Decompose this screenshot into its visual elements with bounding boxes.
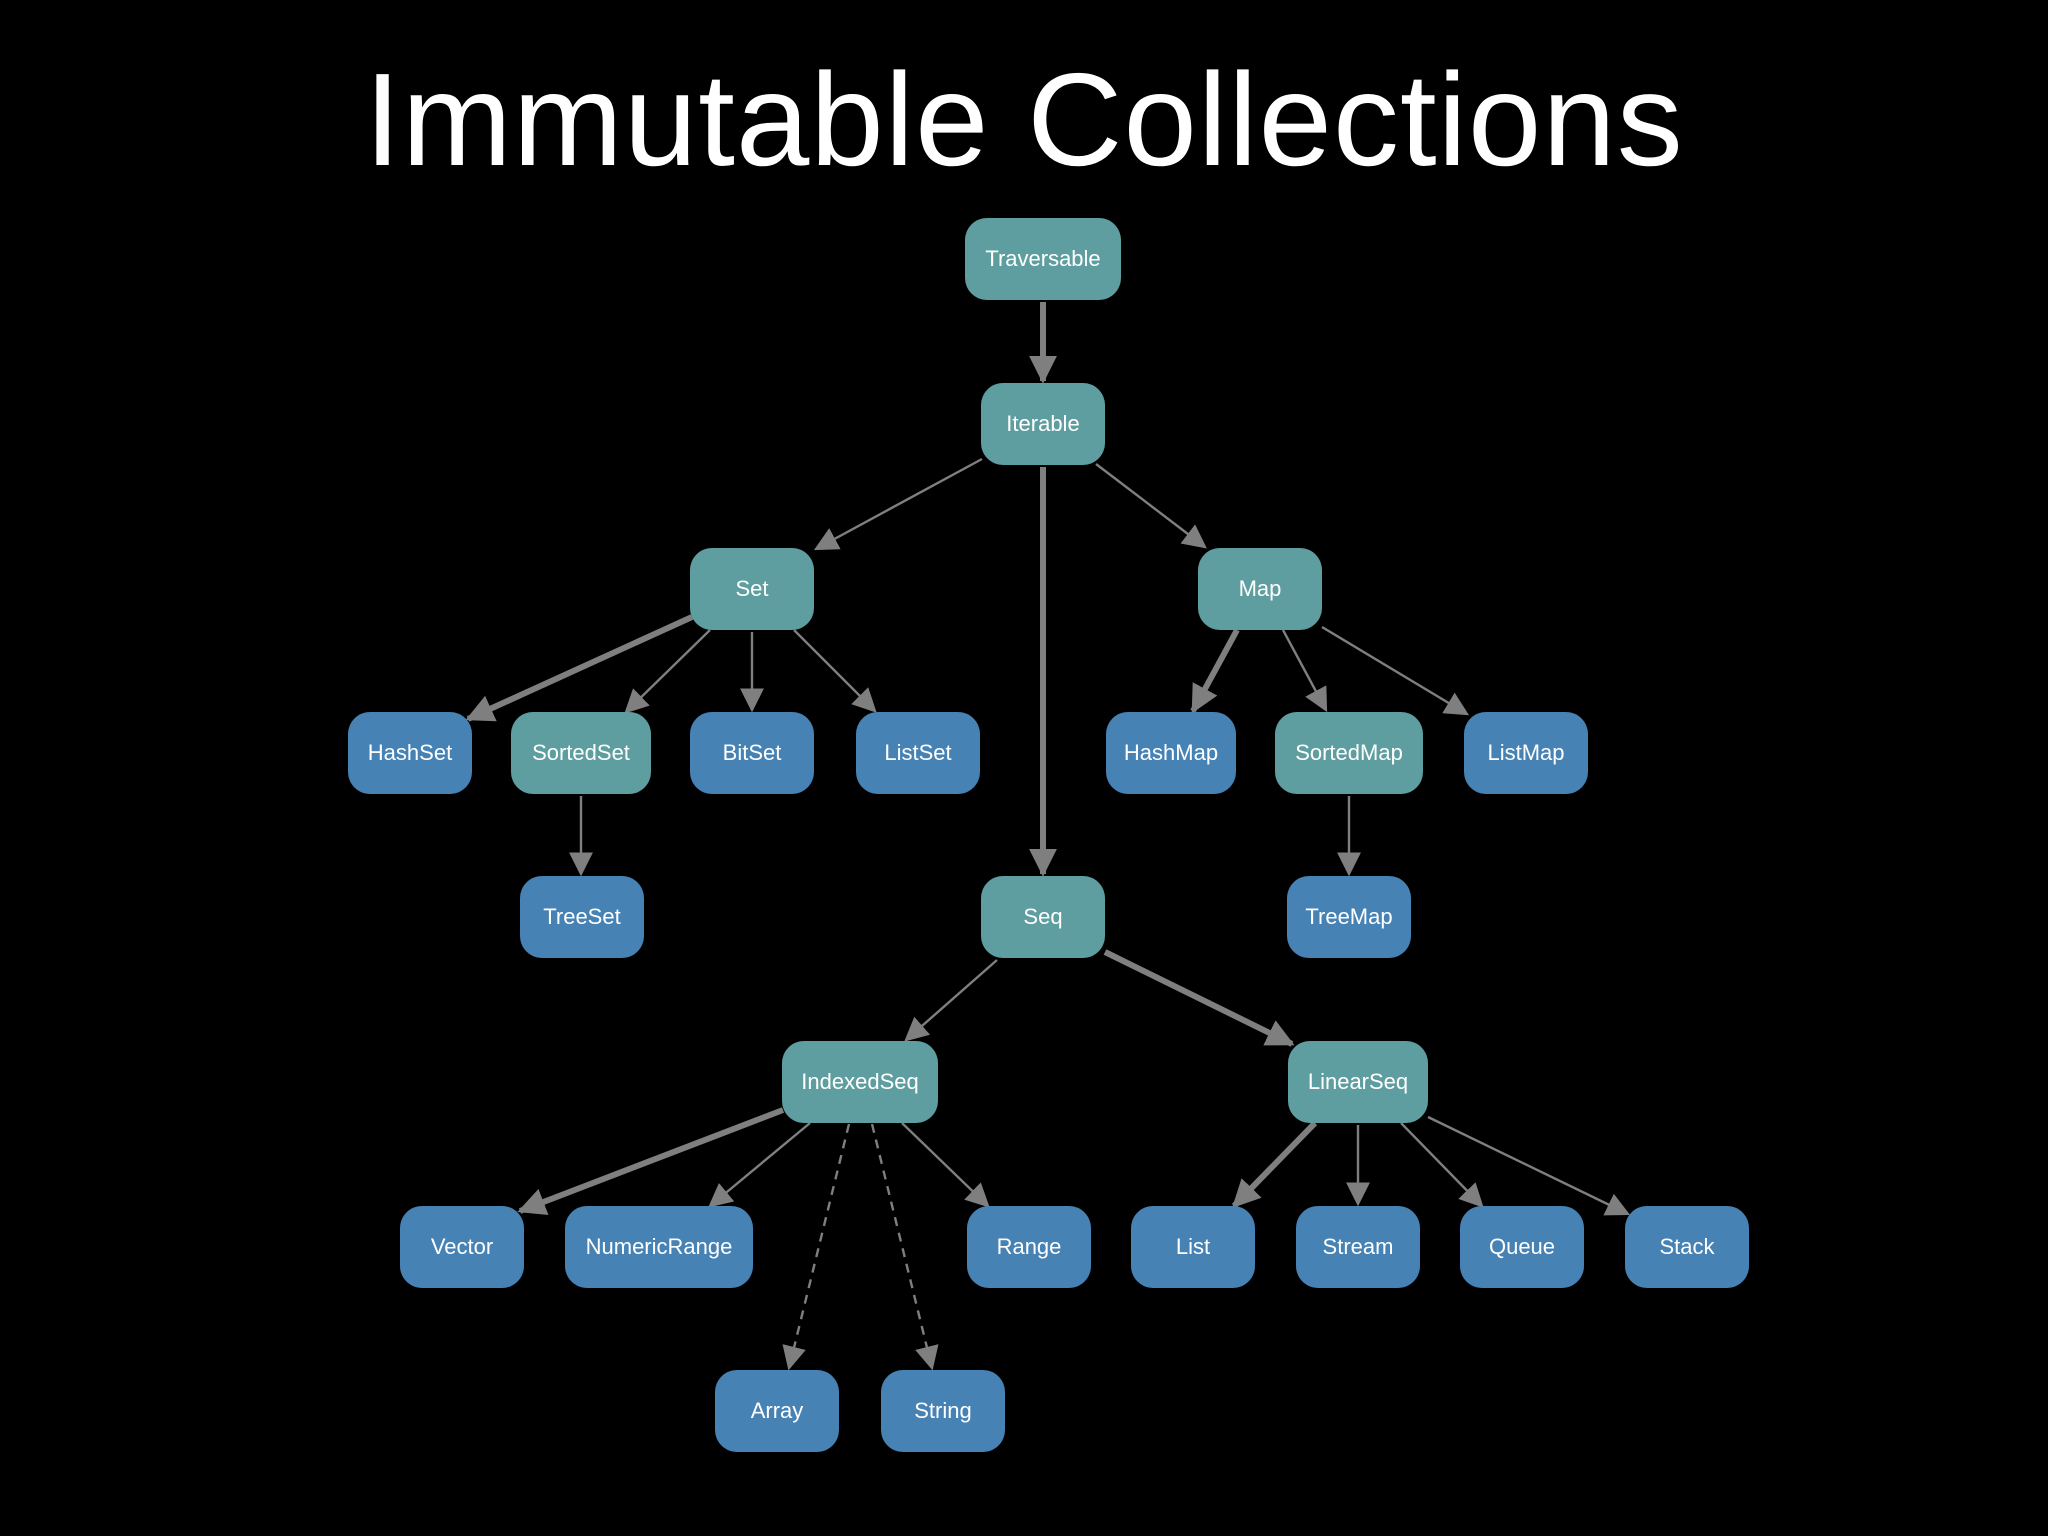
node-box-traversable: [965, 218, 1121, 300]
node-label-queue: Queue: [1489, 1234, 1555, 1259]
node-label-stack: Stack: [1659, 1234, 1715, 1259]
edge-linearseq-stack: [1427, 1115, 1631, 1216]
node-list: List: [1131, 1206, 1255, 1288]
node-map: Map: [1198, 548, 1322, 630]
node-box-list: [1131, 1206, 1255, 1288]
node-label-traversable: Traversable: [985, 246, 1100, 271]
node-box-hashmap: [1106, 712, 1236, 794]
node-label-stream: Stream: [1323, 1234, 1394, 1259]
node-stream: Stream: [1296, 1206, 1420, 1288]
edge-set-sortedset: [624, 629, 711, 714]
node-iterable: Iterable: [981, 383, 1105, 465]
node-box-treemap: [1287, 876, 1411, 958]
node-box-bitset: [690, 712, 814, 794]
node-box-treeset: [520, 876, 644, 958]
node-set: Set: [690, 548, 814, 630]
node-listset: ListSet: [856, 712, 980, 794]
edge-linearseq-queue: [1400, 1122, 1484, 1208]
edge-map-hashmap: [1190, 628, 1240, 714]
edges-layer: [465, 302, 1631, 1371]
node-label-listmap: ListMap: [1487, 740, 1564, 765]
edge-map-listmap: [1321, 625, 1470, 716]
node-label-iterable: Iterable: [1006, 411, 1079, 436]
node-box-stack: [1625, 1206, 1749, 1288]
edge-seq-indexedseq: [904, 959, 998, 1042]
node-label-hashmap: HashMap: [1124, 740, 1218, 765]
node-box-range: [967, 1206, 1091, 1288]
edge-indexedseq-vector: [517, 1107, 785, 1216]
node-box-iterable: [981, 383, 1105, 465]
node-seq: Seq: [981, 876, 1105, 958]
node-label-set: Set: [735, 576, 768, 601]
node-listmap: ListMap: [1464, 712, 1588, 794]
node-label-bitset: BitSet: [723, 740, 782, 765]
node-vector: Vector: [400, 1206, 524, 1288]
edge-indexedseq-string: [870, 1123, 939, 1371]
node-label-seq: Seq: [1023, 904, 1062, 929]
node-box-queue: [1460, 1206, 1584, 1288]
node-box-hashset: [348, 712, 472, 794]
node-box-map: [1198, 548, 1322, 630]
node-label-sortedset: SortedSet: [532, 740, 630, 765]
node-box-stream: [1296, 1206, 1420, 1288]
node-box-sortedmap: [1275, 712, 1423, 794]
edge-set-listset: [793, 629, 877, 713]
node-queue: Queue: [1460, 1206, 1584, 1288]
node-label-treeset: TreeSet: [543, 904, 620, 929]
edge-iterable-set: [813, 457, 983, 551]
node-sortedset: SortedSet: [511, 712, 651, 794]
node-box-set: [690, 548, 814, 630]
node-box-listmap: [1464, 712, 1588, 794]
node-label-vector: Vector: [431, 1234, 493, 1259]
node-label-treemap: TreeMap: [1305, 904, 1392, 929]
edge-linearseq-list: [1231, 1120, 1318, 1209]
node-box-listset: [856, 712, 980, 794]
node-string: String: [881, 1370, 1005, 1452]
edge-seq-linearseq: [1103, 949, 1295, 1047]
node-traversable: Traversable: [965, 218, 1121, 300]
node-hashset: HashSet: [348, 712, 472, 794]
node-label-list: List: [1176, 1234, 1210, 1259]
node-label-indexedseq: IndexedSeq: [801, 1069, 918, 1094]
node-treeset: TreeSet: [520, 876, 644, 958]
node-label-linearseq: LinearSeq: [1308, 1069, 1408, 1094]
edge-iterable-map: [1095, 463, 1207, 549]
node-numericrange: NumericRange: [565, 1206, 753, 1288]
node-indexedseq: IndexedSeq: [782, 1041, 938, 1123]
node-box-vector: [400, 1206, 524, 1288]
node-label-numericrange: NumericRange: [586, 1234, 733, 1259]
node-box-array: [715, 1370, 839, 1452]
node-label-string: String: [914, 1398, 971, 1423]
node-stack: Stack: [1625, 1206, 1749, 1288]
node-label-map: Map: [1239, 576, 1282, 601]
node-box-indexedseq: [782, 1041, 938, 1123]
node-hashmap: HashMap: [1106, 712, 1236, 794]
edge-indexedseq-array: [782, 1123, 851, 1371]
node-treemap: TreeMap: [1287, 876, 1411, 958]
node-label-array: Array: [751, 1398, 804, 1423]
node-bitset: BitSet: [690, 712, 814, 794]
node-label-hashset: HashSet: [368, 740, 452, 765]
edge-indexedseq-numericrange: [708, 1122, 811, 1208]
edge-indexedseq-range: [901, 1122, 990, 1208]
edge-map-sortedmap: [1281, 629, 1328, 713]
node-box-linearseq: [1288, 1041, 1428, 1123]
node-label-listset: ListSet: [884, 740, 951, 765]
node-box-sortedset: [511, 712, 651, 794]
node-label-range: Range: [997, 1234, 1062, 1259]
node-range: Range: [967, 1206, 1091, 1288]
node-array: Array: [715, 1370, 839, 1452]
node-box-seq: [981, 876, 1105, 958]
node-label-sortedmap: SortedMap: [1295, 740, 1403, 765]
node-box-numericrange: [565, 1206, 753, 1288]
edge-set-hashset: [465, 614, 694, 722]
slide-title: Immutable Collections: [364, 46, 1684, 193]
node-box-string: [881, 1370, 1005, 1452]
node-sortedmap: SortedMap: [1275, 712, 1423, 794]
node-linearseq: LinearSeq: [1288, 1041, 1428, 1123]
